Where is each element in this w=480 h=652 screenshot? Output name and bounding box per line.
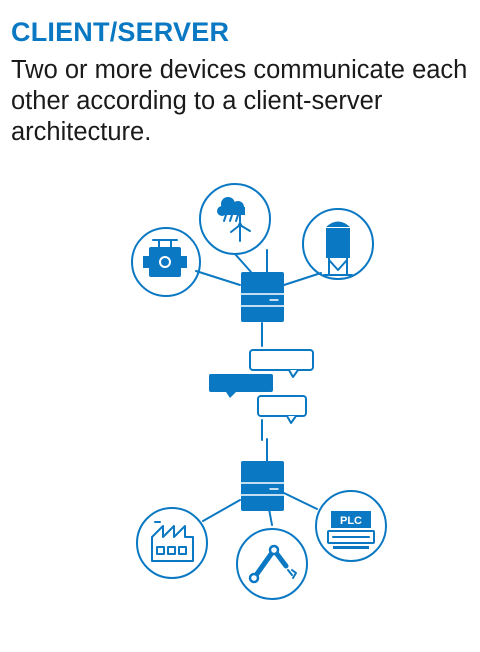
connector-line	[268, 508, 273, 526]
weather-station-icon	[199, 183, 271, 255]
connector-line	[195, 270, 241, 286]
message-bubble-outline	[249, 349, 314, 378]
gateway-device-top	[240, 249, 285, 322]
page-title: CLIENT/SERVER	[11, 17, 230, 47]
robot-arm-icon	[236, 528, 308, 600]
factory-icon	[136, 507, 208, 579]
connector-line	[234, 253, 252, 273]
message-bubble-outline	[257, 395, 307, 424]
connector-line	[283, 272, 322, 286]
gateway-device-bottom	[240, 438, 285, 511]
valve-icon	[131, 227, 201, 297]
silo-icon	[302, 208, 374, 280]
connector-line	[202, 499, 241, 522]
plc-icon	[315, 490, 387, 562]
page-description: Two or more devices communicate each oth…	[11, 56, 468, 146]
plc-label: PLC	[340, 515, 362, 527]
connector-line	[283, 492, 318, 510]
message-bubble-filled	[209, 374, 273, 398]
